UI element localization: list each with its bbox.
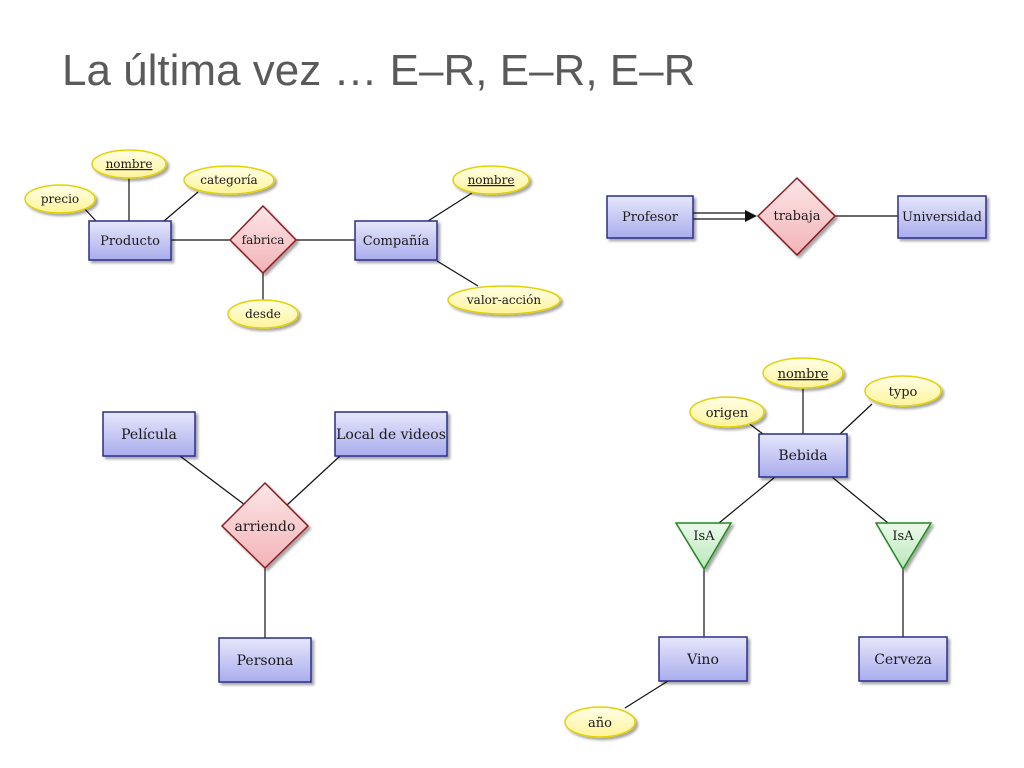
entity-cerveza: Cerveza bbox=[858, 636, 948, 682]
isa-label: IsA bbox=[892, 529, 914, 544]
attribute-label: desde bbox=[245, 307, 281, 321]
attribute-label: categoría bbox=[200, 173, 257, 187]
line-bebida-isa-left bbox=[718, 476, 776, 524]
attribute-compania-valor-accion: valor-acción bbox=[447, 285, 561, 315]
slide-title: La última vez … E–R, E–R, E–R bbox=[62, 46, 696, 95]
entity-local-de-videos: Local de videos bbox=[334, 411, 448, 457]
entity-label: Película bbox=[121, 427, 177, 443]
diagram-bebida: nombre origen typo año Bebida Vino Cerve… bbox=[564, 357, 948, 738]
line-local-arriendo bbox=[286, 455, 341, 506]
entity-label: Bebida bbox=[778, 448, 827, 464]
entity-label: Producto bbox=[100, 234, 160, 249]
entity-label: Compañía bbox=[363, 234, 430, 249]
relationship-arriendo: arriendo bbox=[220, 481, 310, 570]
diagram-producto-compania: nombre precio categoría nombre valor-acc… bbox=[24, 149, 561, 329]
line-producto-categoria bbox=[163, 191, 199, 222]
attribute-label: precio bbox=[41, 192, 79, 206]
attribute-label: valor-acción bbox=[466, 293, 541, 307]
entity-bebida: Bebida bbox=[758, 433, 848, 478]
attribute-label: año bbox=[588, 716, 612, 731]
attribute-label: nombre bbox=[468, 173, 515, 187]
entity-label: Cerveza bbox=[874, 652, 932, 668]
entity-universidad: Universidad bbox=[897, 195, 987, 239]
line-compania-nombre bbox=[427, 192, 473, 222]
entity-persona: Persona bbox=[218, 637, 312, 683]
relationship-label: fabrica bbox=[242, 233, 285, 247]
line-bebida-isa-right bbox=[831, 476, 889, 524]
diagram-arriendo: Película Local de videos arriendo Person… bbox=[102, 411, 448, 683]
line-pelicula-arriendo bbox=[179, 455, 246, 506]
line-bebida-typo bbox=[839, 403, 873, 435]
relationship-fabrica: fabrica bbox=[228, 204, 298, 275]
connection-lines bbox=[81, 178, 904, 709]
isa-triangle-left: IsA bbox=[674, 522, 733, 571]
entity-pelicula: Película bbox=[102, 411, 196, 457]
entity-producto: Producto bbox=[88, 220, 172, 261]
attribute-bebida-typo: typo bbox=[864, 375, 942, 407]
isa-triangle-right: IsA bbox=[874, 522, 933, 571]
diagram-profesor-universidad: Profesor trabaja Universidad bbox=[606, 176, 987, 257]
key-constraint-arrow-icon bbox=[745, 210, 757, 222]
attribute-vino-ano: año bbox=[564, 706, 636, 738]
relationship-trabaja: trabaja bbox=[756, 176, 837, 257]
entity-label: Universidad bbox=[902, 210, 982, 225]
attribute-label: nombre bbox=[778, 367, 829, 382]
entity-compania: Compañía bbox=[354, 220, 438, 261]
entity-vino: Vino bbox=[658, 636, 748, 682]
relationship-label: trabaja bbox=[773, 209, 820, 224]
entity-label: Vino bbox=[686, 652, 719, 668]
line-vino-ano bbox=[624, 680, 669, 709]
attribute-bebida-origen: origen bbox=[689, 396, 765, 428]
isa-label: IsA bbox=[693, 529, 715, 544]
attribute-producto-categoria: categoría bbox=[183, 165, 275, 195]
entity-label: Profesor bbox=[622, 210, 679, 225]
entity-label: Local de videos bbox=[336, 427, 446, 443]
attribute-fabrica-desde: desde bbox=[227, 299, 299, 329]
attribute-label: origen bbox=[706, 406, 749, 421]
attribute-label: typo bbox=[889, 385, 918, 400]
attribute-bebida-nombre: nombre bbox=[762, 357, 844, 389]
entity-profesor: Profesor bbox=[606, 195, 694, 239]
attribute-label: nombre bbox=[106, 157, 153, 171]
attribute-compania-nombre: nombre bbox=[452, 165, 530, 195]
attribute-producto-nombre: nombre bbox=[91, 149, 167, 179]
entity-label: Persona bbox=[237, 653, 294, 669]
attribute-producto-precio: precio bbox=[24, 184, 96, 214]
relationship-label: arriendo bbox=[235, 519, 296, 535]
line-compania-valor-accion bbox=[436, 260, 479, 287]
